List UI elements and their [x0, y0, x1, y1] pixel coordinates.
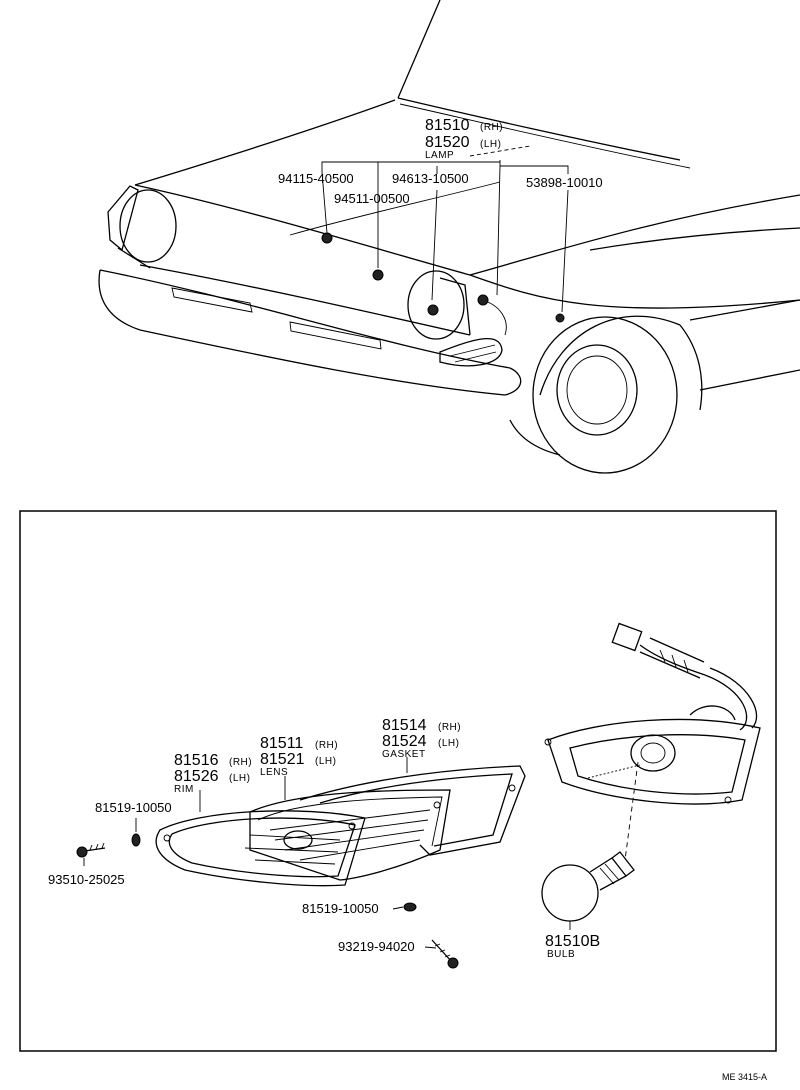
- lamp-rh-tag: (RH): [480, 122, 503, 133]
- bulb-label: 81510B BULB: [545, 933, 600, 960]
- gasket-lh-tag: (LH): [438, 738, 459, 749]
- hardware: [76, 818, 459, 969]
- part-93510-25025: 93510-25025: [48, 872, 125, 887]
- wire-harness: [611, 622, 758, 731]
- part-94115-40500: 94115-40500: [278, 171, 354, 186]
- lamp-label: 81510 (RH) 81520 (LH) LAMP: [425, 117, 503, 161]
- rim-name: RIM: [174, 784, 194, 795]
- top-leader-lines: [321, 145, 569, 313]
- lens-name: LENS: [260, 767, 288, 778]
- exploded-leader-lines: [199, 757, 408, 812]
- gasket-pn-lh: 81524: [382, 733, 427, 750]
- part-81519-10050-b: 81519-10050: [302, 901, 379, 916]
- gasket-rh-tag: (RH): [438, 722, 461, 733]
- lens-label: 81511 (RH) 81521 (LH) LENS: [260, 735, 338, 778]
- gasket-label: 81514 (RH) 81524 (LH) GASKET: [382, 717, 461, 760]
- lamp-pn-lh: 81520: [425, 134, 470, 151]
- bulb-pn: 81510B: [545, 933, 600, 950]
- lamp-name: LAMP: [425, 150, 454, 161]
- rim-pn-rh: 81516: [174, 752, 219, 769]
- lens-pn-rh: 81511: [260, 735, 303, 752]
- car-front-illustration: [98, 0, 800, 474]
- rim-pn-lh: 81526: [174, 768, 219, 785]
- part-81519-10050-a: 81519-10050: [95, 800, 172, 815]
- lamp-housing: [544, 705, 761, 805]
- lens-lh-tag: (LH): [315, 756, 336, 767]
- lamp-pn-rh: 81510: [425, 117, 470, 134]
- gasket-illustration: [299, 765, 526, 856]
- lens-pn-lh: 81521: [260, 751, 305, 768]
- footer-code: ME 3415-A: [722, 1072, 767, 1082]
- part-94613-10500: 94613-10500: [392, 171, 469, 186]
- rim-rh-tag: (RH): [229, 757, 252, 768]
- part-53898-10010: 53898-10010: [526, 175, 603, 190]
- part-94511-00500: 94511-00500: [334, 191, 410, 206]
- lens-illustration: [249, 789, 451, 881]
- rim-label: 81516 (RH) 81526 (LH) RIM: [174, 752, 252, 795]
- exploded-view-frame: [19, 510, 777, 1052]
- bulb-name: BULB: [547, 949, 575, 960]
- rim-lh-tag: (LH): [229, 773, 250, 784]
- gasket-pn-rh: 81514: [382, 717, 427, 734]
- lamp-lh-tag: (LH): [480, 139, 501, 150]
- rim-illustration: [155, 810, 366, 887]
- lens-rh-tag: (RH): [315, 740, 338, 751]
- bulb-illustration: [541, 761, 639, 930]
- part-93219-94020: 93219-94020: [338, 939, 415, 954]
- gasket-name: GASKET: [382, 749, 426, 760]
